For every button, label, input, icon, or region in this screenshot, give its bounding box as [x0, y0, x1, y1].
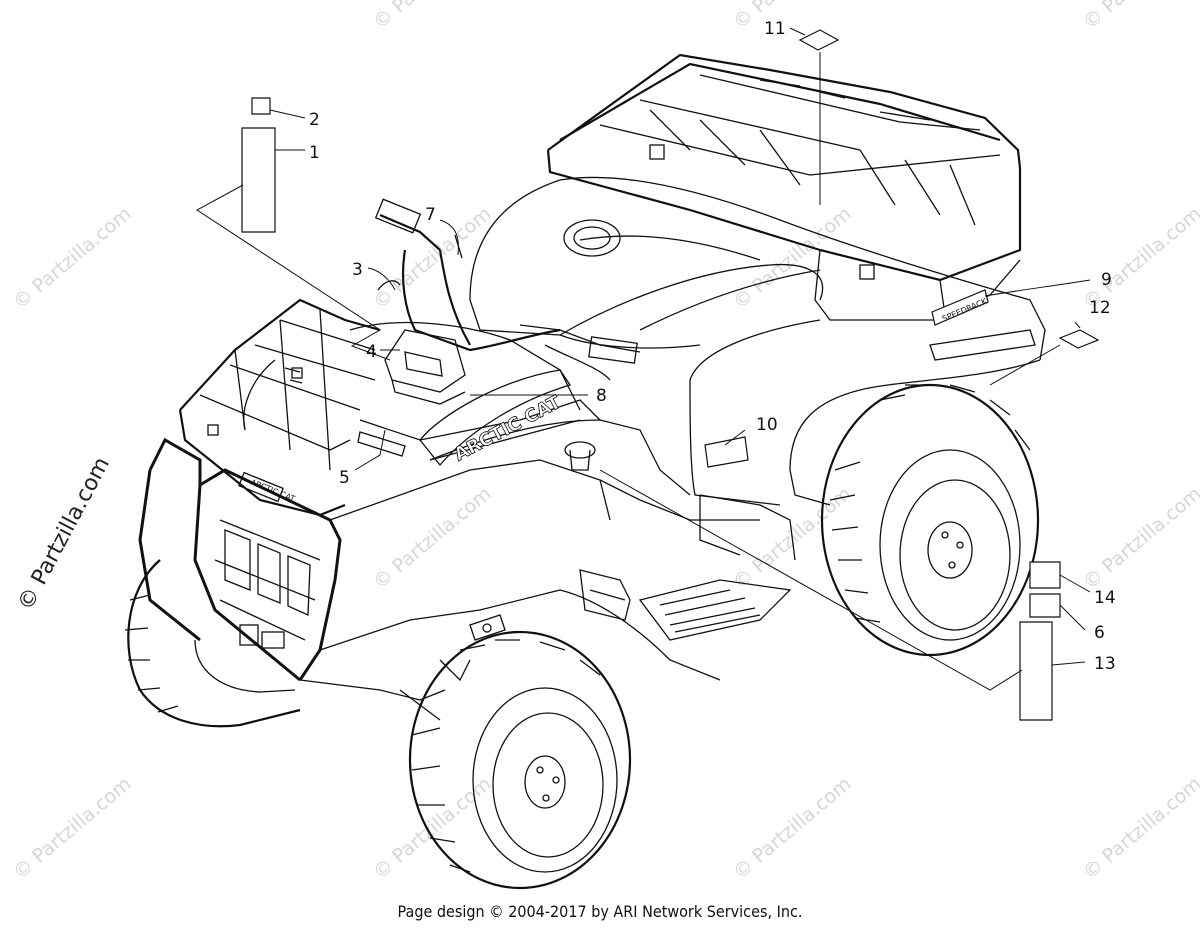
- front-left-wheel: [124, 559, 301, 728]
- callout-2: 2: [309, 110, 320, 130]
- watermark: © Partzilla.com: [1079, 773, 1200, 884]
- body-decals: ARCTIC CAT ARCTIC CAT SPEEDRACK: [249, 289, 989, 504]
- callout-14: 14: [1094, 588, 1116, 608]
- front-rack: [178, 298, 381, 517]
- callout-7: 7: [425, 205, 436, 225]
- rear-right-wheel: [820, 383, 1040, 657]
- chassis: [399, 614, 506, 721]
- instrument-pod: [384, 329, 466, 405]
- callout-3: 3: [352, 260, 363, 280]
- watermark: © Partzilla.com: [1079, 0, 1200, 34]
- callout-4: 4: [366, 342, 377, 362]
- watermark: © Partzilla.com: [729, 203, 855, 314]
- callout-labels: 1 2 3 4 5 6 7 8 9 10 11 12 13 14: [309, 19, 1116, 674]
- rear-left-wheel: [243, 359, 303, 431]
- callout-10: 10: [756, 415, 778, 435]
- watermark: © Partzilla.com: [9, 773, 135, 884]
- watermark: © Partzilla.com: [369, 773, 495, 884]
- watermark: © Partzilla.com: [369, 0, 495, 34]
- rear-fender: [469, 176, 1046, 506]
- callout-13: 13: [1094, 654, 1116, 674]
- callout-8: 8: [596, 386, 607, 406]
- callout-5: 5: [339, 468, 350, 488]
- front-right-wheel: [408, 630, 632, 890]
- callout-1: 1: [309, 143, 320, 163]
- front-bumper: [138, 437, 611, 701]
- seat: [559, 263, 824, 349]
- watermark: © Partzilla.com: [9, 203, 135, 314]
- footwell: [638, 494, 796, 641]
- callout-leaders: [196, 27, 1100, 721]
- watermark: © Partzilla.com: [1079, 483, 1200, 594]
- callout-9: 9: [1101, 270, 1112, 290]
- callout-11: 11: [764, 19, 786, 39]
- handlebar: [374, 198, 641, 381]
- side-watermark: © Partzilla.com: [13, 453, 115, 615]
- watermark: © Partzilla.com: [729, 773, 855, 884]
- callout-6: 6: [1094, 623, 1105, 643]
- rear-rack: [546, 53, 1022, 321]
- front-body: [349, 321, 760, 681]
- copyright-footer: Page design © 2004-2017 by ARI Network S…: [397, 902, 803, 921]
- callout-12: 12: [1089, 298, 1111, 318]
